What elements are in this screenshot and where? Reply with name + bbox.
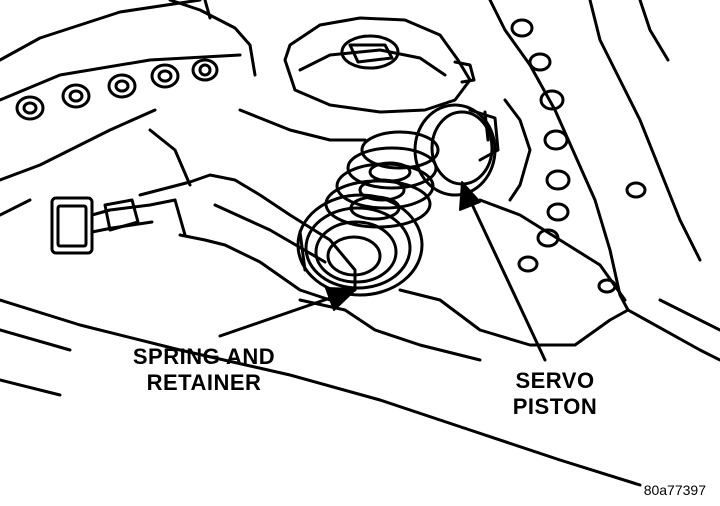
spring-and-retainer-label: SPRING AND RETAINER: [104, 344, 304, 396]
servo-piston: [413, 103, 500, 197]
top-cover: [238, 16, 476, 142]
lever-assembly: [50, 128, 357, 302]
retainer: [296, 193, 424, 297]
left-casting: [0, 0, 257, 217]
lower-pan: [0, 298, 642, 487]
spring-and-retainer-line1: SPRING AND: [132, 344, 276, 369]
right-casting: [398, 0, 720, 362]
servo-leader-arrow: [459, 181, 547, 362]
servo-piston-label: SERVO PISTON: [480, 368, 630, 420]
figure-id: 80a77397: [643, 482, 706, 498]
servo-piston-line1: SERVO: [515, 368, 595, 393]
spring-and-retainer-line2: RETAINER: [146, 370, 262, 395]
servo-piston-line2: PISTON: [512, 394, 598, 419]
spring-leader-arrow: [218, 287, 357, 338]
